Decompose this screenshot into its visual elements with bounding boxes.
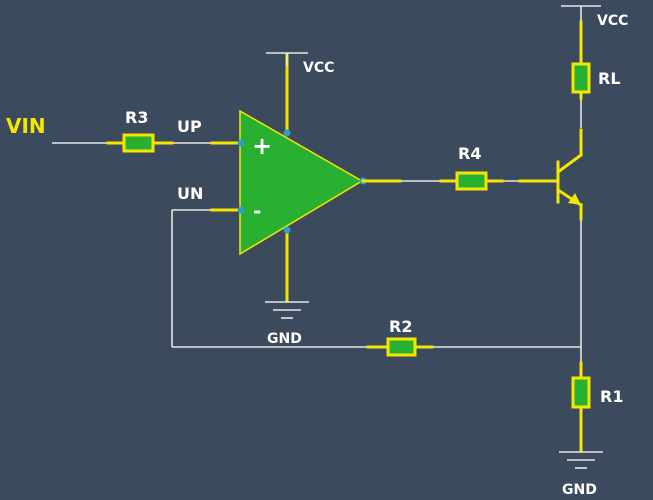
r4-label: R4	[458, 144, 481, 163]
resistor-r4	[439, 171, 504, 191]
resistor-r1	[571, 361, 591, 452]
vin-label: VIN	[6, 114, 46, 138]
resistor-r3	[106, 133, 174, 153]
emitter-arrow	[568, 193, 581, 205]
vcc-opamp-label: VCC	[303, 60, 334, 76]
resistor-rl	[571, 20, 591, 100]
gnd-bottom-label: GND	[562, 482, 597, 498]
npn-transistor	[518, 128, 584, 221]
opamp-minus-sign: -	[253, 199, 261, 223]
resistor-r2	[366, 337, 434, 357]
rl-label: RL	[598, 69, 621, 88]
wires	[52, 94, 582, 363]
gnd-symbol-bottom	[559, 451, 603, 469]
un-label: UN	[177, 184, 203, 203]
vcc-top-label: VCC	[597, 13, 628, 29]
up-label: UP	[177, 117, 202, 136]
r2-label: R2	[389, 317, 412, 336]
opamp-plus-sign: +	[252, 132, 272, 160]
opamp-body	[239, 109, 364, 256]
r3-label: R3	[125, 108, 148, 127]
pin-vcc	[283, 129, 291, 137]
r1-label: R1	[600, 387, 623, 406]
vcc-symbol-top	[561, 5, 601, 22]
pin-gnd	[283, 226, 291, 234]
pin-plus	[237, 139, 245, 147]
gnd-opamp-label: GND	[267, 331, 302, 347]
gnd-symbol-opamp	[265, 301, 309, 319]
vcc-symbol-opamp	[266, 52, 308, 66]
pin-minus	[237, 206, 245, 214]
